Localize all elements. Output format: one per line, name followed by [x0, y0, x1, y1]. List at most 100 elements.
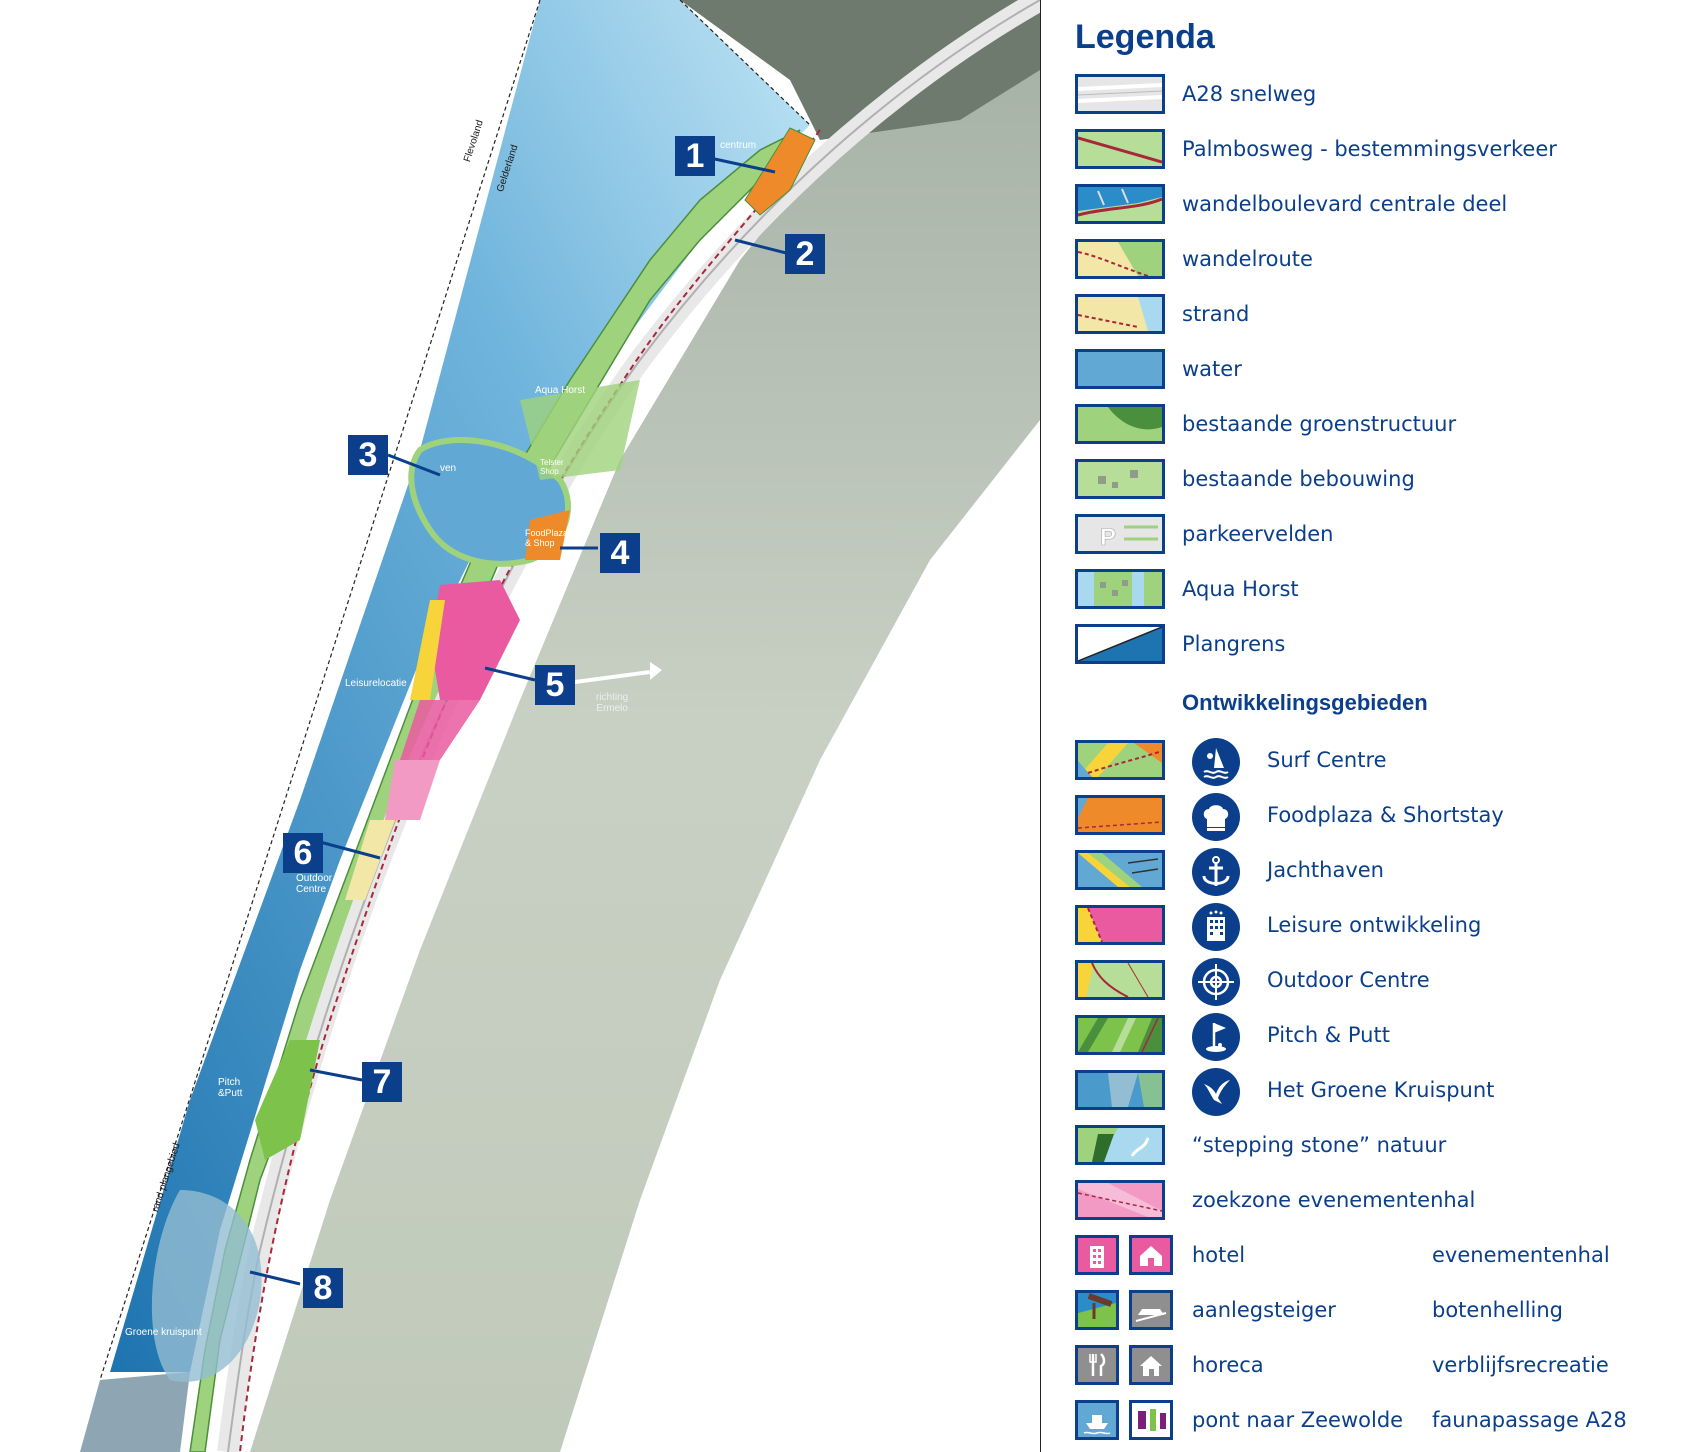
label-outdoor-centre: Outdoor Centre: [296, 873, 333, 895]
dev-item-surf: Surf Centre: [1075, 738, 1675, 786]
swatch-palmbosweg: [1075, 129, 1165, 169]
marker-1[interactable]: 1: [675, 136, 715, 176]
legend-label: Plangrens: [1182, 632, 1286, 656]
legend-label: Foodplaza & Shortstay: [1267, 803, 1504, 827]
swatch-water: [1075, 349, 1165, 389]
swatch-wandelroute: [1075, 239, 1165, 279]
dev-item-jacht: Jachthaven: [1075, 848, 1675, 896]
label-jachthaven: ven: [440, 463, 457, 474]
label-aqua-horst: Aqua Horst: [535, 385, 586, 396]
leisure-area: [430, 580, 520, 700]
marker-3[interactable]: 3: [348, 435, 388, 475]
legend-label: pont naar Zeewolde: [1192, 1408, 1404, 1432]
richting-arrow: [559, 670, 651, 686]
swatch-zoekzone: [1075, 1180, 1165, 1220]
marker-4[interactable]: 4: [600, 533, 640, 573]
map-white-area: [560, 30, 1040, 1452]
legend-label: bestaande bebouwing: [1182, 467, 1415, 491]
legend-label: evenementenhal: [1432, 1243, 1610, 1267]
legend-label: faunapassage A28: [1432, 1408, 1627, 1432]
legend-label: Surf Centre: [1267, 748, 1387, 772]
dev-item-kruispunt: Het Groene Kruispunt: [1075, 1068, 1675, 1116]
hotel-icon: [1075, 1235, 1119, 1275]
swatch-strand: [1075, 294, 1165, 334]
panel-divider: [1040, 0, 1041, 1452]
swatch-food: [1075, 795, 1165, 835]
jetty-icon: [1075, 1290, 1119, 1330]
legend-label: bestaande groenstructuur: [1182, 412, 1457, 436]
swatch-jacht: [1075, 850, 1165, 890]
dev-item-zoekzone: zoekzone evenementenhal: [1075, 1180, 1675, 1220]
legend-title: Legenda: [1075, 18, 1215, 56]
kruispunt-area: [151, 1190, 262, 1382]
legend-label: water: [1182, 357, 1242, 381]
legend-panel: Legenda A28 snelweg Palmbosweg - bestemm…: [1075, 18, 1675, 1440]
beach-2: [345, 820, 395, 900]
marker-5[interactable]: 5: [535, 665, 575, 705]
label-richting-ermelo: richting Ermelo: [596, 692, 629, 714]
pitch-area: [255, 1040, 320, 1160]
aerial-dark-top: [680, 0, 1040, 140]
swatch-pitch: [1075, 1015, 1165, 1055]
legend-label: strand: [1182, 302, 1250, 326]
legend-label: Aqua Horst: [1182, 577, 1299, 601]
swatch-plangrens: [1075, 624, 1165, 664]
marker-7[interactable]: 7: [362, 1062, 402, 1102]
swatch-outdoor: [1075, 960, 1165, 1000]
label-leisurelocatie: Leisurelocatie: [345, 678, 407, 689]
leisure-area-2: [400, 700, 480, 760]
dev-item-outdoor: Outdoor Centre: [1075, 958, 1675, 1006]
legend-label: A28 snelweg: [1182, 82, 1317, 106]
palmbosweg: [239, 129, 821, 1452]
legend-label: Leisure ontwikkeling: [1267, 913, 1482, 937]
legend-label: wandelroute: [1182, 247, 1313, 271]
legend-label: zoekzone evenementenhal: [1192, 1188, 1476, 1212]
surf-area: [744, 127, 816, 216]
label-foodplaza: FoodPlaza & Shop: [525, 528, 569, 548]
house-icon: [1129, 1345, 1173, 1385]
dev-item-food: Foodplaza & Shortstay: [1075, 793, 1675, 841]
dev-item-leisure: Leisure ontwikkeling: [1075, 903, 1675, 951]
beach-1: [410, 600, 445, 700]
label-teleshop: Telster Shop: [540, 458, 564, 476]
label-pitch-putt: Pitch &Putt: [218, 1077, 243, 1099]
dev-item-stepping: “stepping stone” natuur: [1075, 1125, 1675, 1165]
richting-arrow-head: [650, 662, 662, 680]
marker-leaders: [249, 156, 791, 1286]
boat-ramp-icon: [1129, 1290, 1173, 1330]
ferry-icon: [1075, 1400, 1119, 1440]
zoekzone-area: [385, 760, 440, 820]
anchor-icon: [1192, 848, 1240, 896]
pair-row-aanlegsteiger: aanlegsteiger botenhelling: [1075, 1290, 1675, 1330]
swatch-snelweg: [1075, 74, 1165, 114]
marker-2[interactable]: 2: [785, 234, 825, 274]
legend-item-strand: strand: [1075, 294, 1675, 334]
plan-map: 1 2 3 4 5 6 7 8 centrum Aqua Horst ven T…: [80, 0, 1040, 1452]
swatch-leisure: [1075, 905, 1165, 945]
pair-row-hotel: hotel evenementenhal: [1075, 1235, 1675, 1275]
legend-item-parkeer: P parkeervelden: [1075, 514, 1675, 554]
legend-item-water: water: [1075, 349, 1675, 389]
legend-label: parkeervelden: [1182, 522, 1334, 546]
legend-label: wandelboulevard centrale deel: [1182, 192, 1508, 216]
aqua-horst-area: [520, 380, 640, 480]
hotel-building-icon: [1192, 903, 1240, 951]
marker-8[interactable]: 8: [303, 1268, 343, 1308]
swatch-surf: [1075, 740, 1165, 780]
legend-label: Het Groene Kruispunt: [1267, 1078, 1495, 1102]
bird-icon: [1192, 1068, 1240, 1116]
legend-item-plangrens: Plangrens: [1075, 624, 1675, 664]
event-hall-icon: [1129, 1235, 1173, 1275]
legend-label: hotel: [1192, 1243, 1246, 1267]
fauna-passage-icon: [1129, 1400, 1173, 1440]
label-groene-kruispunt: Groene kruispunt: [125, 1327, 202, 1338]
marker-6[interactable]: 6: [283, 833, 323, 873]
legend-label: aanlegsteiger: [1192, 1298, 1336, 1322]
foodplaza-area: [525, 510, 570, 560]
legend-item-boulevard: wandelboulevard centrale deel: [1075, 184, 1675, 224]
swatch-groen: [1075, 404, 1165, 444]
plan-border-top: [679, 0, 811, 126]
chef-hat-icon: [1192, 793, 1240, 841]
legend-label: Jachthaven: [1267, 858, 1384, 882]
surf-icon: [1192, 738, 1240, 786]
